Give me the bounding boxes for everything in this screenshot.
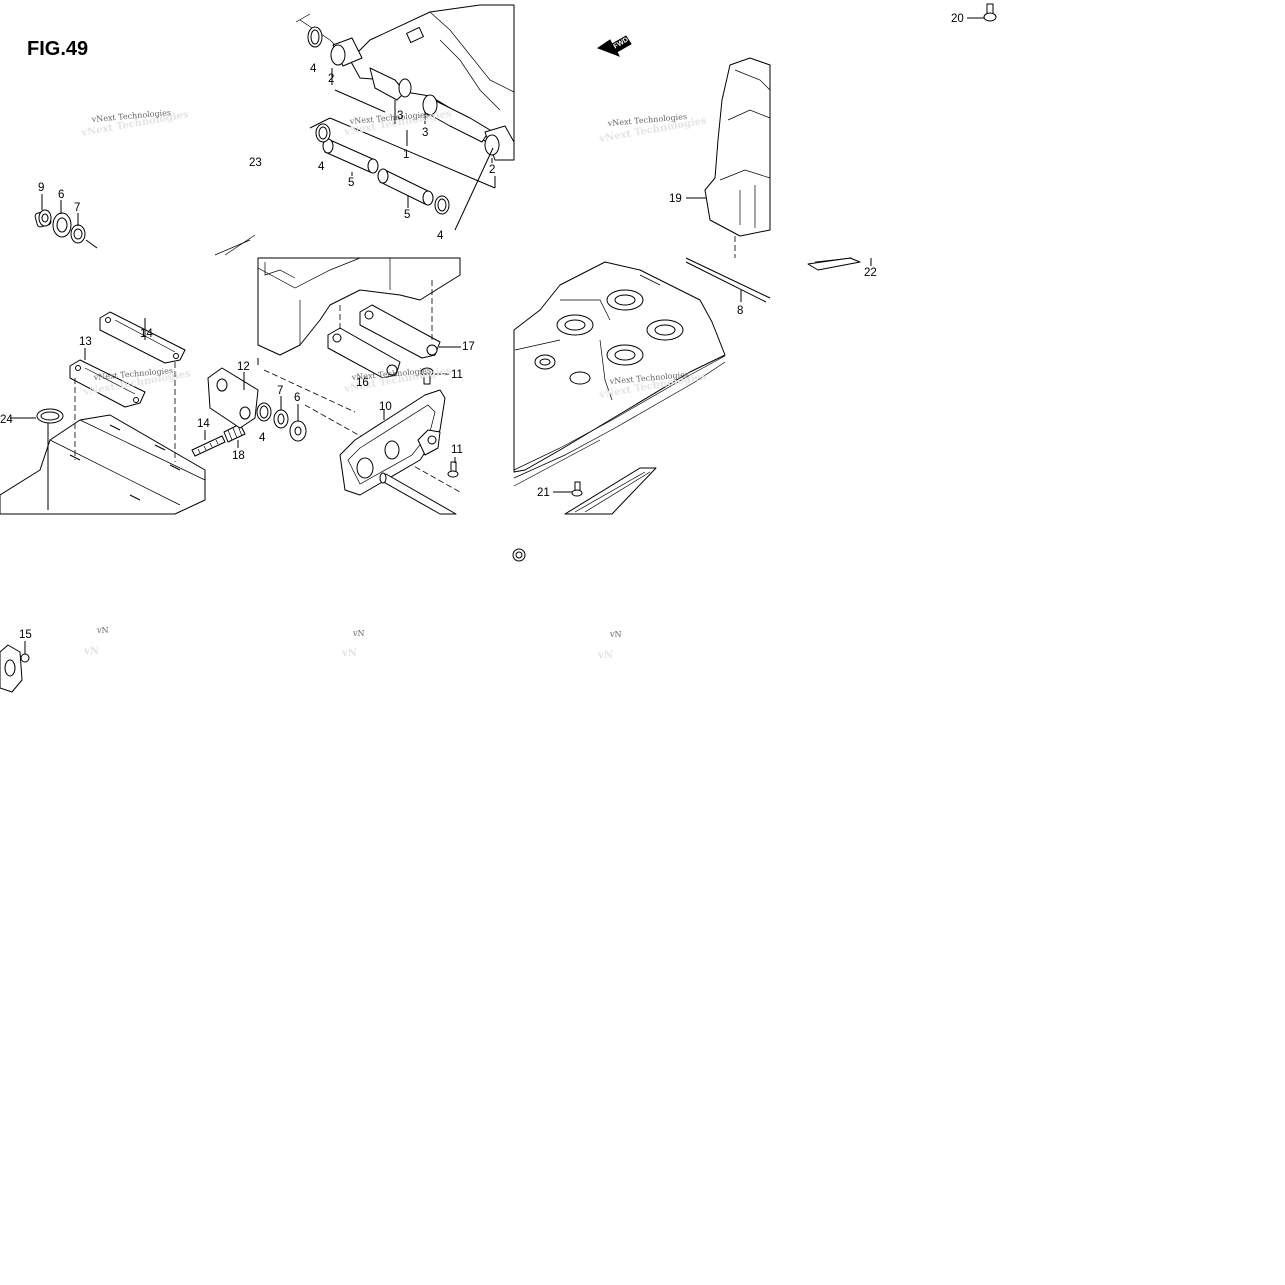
callout-2-upper: 2 xyxy=(328,73,334,85)
callout-3-left: 3 xyxy=(397,110,403,122)
callout-6-left: 6 xyxy=(58,189,64,201)
callout-13: 13 xyxy=(79,336,92,348)
svg-text:vN: vN xyxy=(341,648,357,659)
spring-part-19 xyxy=(223,423,246,448)
callout-18: 17 xyxy=(462,341,475,353)
callout-9: 9 xyxy=(38,182,44,194)
callout-22: 21 xyxy=(537,487,550,499)
callout-6-middle: 6 xyxy=(294,392,300,404)
plate-part-23 xyxy=(807,257,872,271)
forward-direction-arrow: FWD xyxy=(596,35,632,57)
callout-5-right: 5 xyxy=(404,209,410,221)
nut-part-11-upper xyxy=(420,367,449,385)
callout-4-low: 4 xyxy=(437,230,444,242)
bracket-part-12 xyxy=(207,358,259,429)
tile-middle-right xyxy=(513,261,726,515)
svg-text:vN: vN xyxy=(352,629,365,638)
callout-11-upper: 11 xyxy=(451,369,463,381)
svg-text:vN: vN xyxy=(83,646,99,657)
callout-4-top: 4 xyxy=(310,63,317,75)
callout-8: 8 xyxy=(737,305,743,317)
nut-part-9 xyxy=(34,209,52,228)
mount-housing xyxy=(257,257,461,356)
callout-20: 19 xyxy=(669,193,682,205)
callout-11-lower: 11 xyxy=(451,444,463,456)
pin-part-5-left xyxy=(322,138,379,174)
callout-14: 14 xyxy=(140,328,153,340)
callout-19: 18 xyxy=(232,450,245,462)
bushing-part-2-left xyxy=(330,37,363,67)
bushing-part-2-right xyxy=(484,125,515,161)
callout-3-right: 3 xyxy=(422,127,428,139)
callout-10: 10 xyxy=(379,401,392,413)
trim-strip xyxy=(564,467,657,515)
swivel-base xyxy=(0,414,206,515)
callout-12: 12 xyxy=(237,361,250,373)
bolt-part-11-lower xyxy=(447,457,459,478)
tile-top-right: FWD xyxy=(596,3,997,303)
callout-24-partial: 23 xyxy=(249,157,262,169)
tile-middle-middle xyxy=(207,234,461,515)
callout-17: 16 xyxy=(356,377,369,389)
callout-2-lower: 2 xyxy=(489,164,495,176)
tile-bottom-row xyxy=(0,548,526,693)
callout-15: 14 xyxy=(197,418,210,430)
callout-labels: 1 2 2 3 3 4 4 4 4 5 5 6 6 7 7 8 9 10 11 … xyxy=(0,13,964,641)
arm-part-18 xyxy=(359,304,461,359)
callout-23: 22 xyxy=(864,267,877,279)
callout-7-left: 7 xyxy=(74,202,80,214)
bracket-part-20 xyxy=(704,57,771,237)
figure-title: FIG.49 xyxy=(27,38,88,60)
plate-part-13 xyxy=(69,359,146,408)
svg-text:vN: vN xyxy=(96,626,109,635)
callout-4-mid: 4 xyxy=(318,161,325,173)
tile-top-middle xyxy=(295,4,515,231)
tile-top-left xyxy=(34,194,98,249)
nut-small xyxy=(512,548,526,562)
callout-7-middle: 7 xyxy=(277,385,283,397)
callout-1: 1 xyxy=(403,149,409,161)
callout-14-partial: 24 xyxy=(0,414,13,426)
cover-part-16 xyxy=(0,641,30,693)
plate-part-14 xyxy=(99,311,186,364)
washer-part-6 xyxy=(52,212,72,238)
tile-middle-left xyxy=(0,311,246,515)
callout-21: 20 xyxy=(951,13,964,25)
svg-text:vN: vN xyxy=(609,630,622,639)
stud-part-15 xyxy=(191,430,226,457)
lever-part-10 xyxy=(339,389,446,496)
washer-part-7 xyxy=(70,224,86,244)
callout-16: 15 xyxy=(19,629,32,641)
pin-part-5-right xyxy=(377,168,434,206)
bolt-part-22 xyxy=(553,481,583,497)
bottom-cowling xyxy=(513,261,726,473)
bolt-part-21 xyxy=(967,3,997,22)
callout-5-left: 5 xyxy=(348,177,354,189)
watermarks: vNext Technologies vNext Technologies vN… xyxy=(80,108,708,661)
callout-4-bracket: 4 xyxy=(259,432,266,444)
svg-text:vN: vN xyxy=(597,650,613,661)
